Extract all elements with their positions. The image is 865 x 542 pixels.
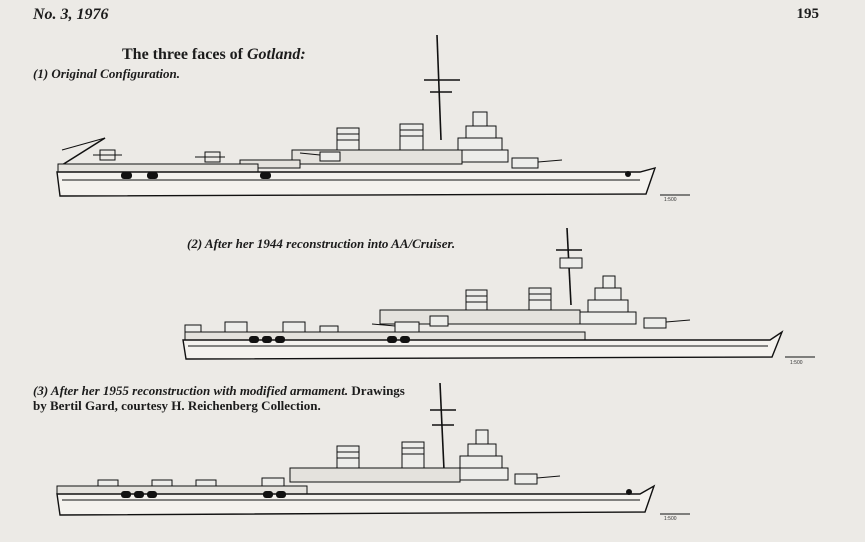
figure-title-prefix: The three faces of <box>122 46 247 63</box>
figure-title-ship: Gotland: <box>247 46 306 63</box>
caption-1955-reconstruction: (3) After her 1955 reconstruction with m… <box>33 383 413 413</box>
figure-title: The three faces of Gotland: <box>122 46 306 64</box>
caption-original-configuration: (1) Original Configuration. <box>33 66 181 81</box>
caption-1944-reconstruction: (2) After her 1944 reconstruction into A… <box>187 236 456 251</box>
caption-1955-italic: (3) After her 1955 reconstruction with m… <box>33 383 349 398</box>
svg-text:1:500: 1:500 <box>664 516 677 522</box>
page-number: 195 <box>796 6 820 22</box>
caption-credit: Drawings by Bertil Gard, courtesy H. Rei… <box>33 383 405 413</box>
svg-text:1:500: 1:500 <box>664 197 677 203</box>
svg-text:1:500: 1:500 <box>790 360 803 366</box>
journal-issue: No. 3, 1976 <box>33 6 109 23</box>
